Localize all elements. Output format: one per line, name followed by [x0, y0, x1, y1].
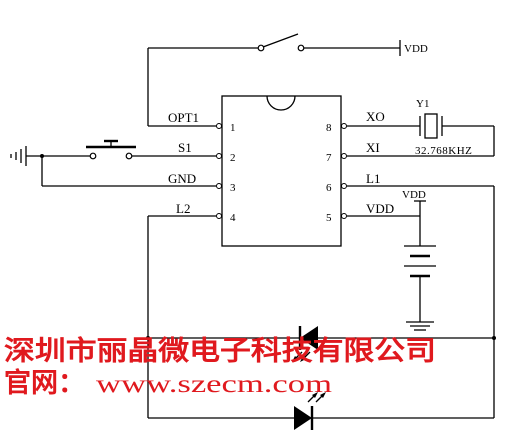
crystal-frequency: 32.768KHZ — [415, 145, 472, 157]
crystal-ref: Y1 — [416, 98, 429, 110]
pin7-number: 7 — [326, 152, 332, 164]
pin-label-xo: XO — [366, 109, 385, 124]
pin-label-gnd: GND — [168, 171, 196, 186]
push-button-icon — [86, 139, 136, 160]
website-prefix: 官网： — [4, 367, 85, 399]
pin6-number: 6 — [326, 182, 332, 194]
top-switch-lever — [262, 33, 299, 48]
pin-label-xi: XI — [366, 140, 380, 155]
led-icon — [292, 326, 318, 362]
pin-label-vdd: VDD — [366, 201, 394, 216]
pin3-number: 3 — [230, 182, 236, 194]
pin1-number: 1 — [230, 122, 236, 134]
top-vdd-label: VDD — [404, 43, 428, 55]
website-link[interactable]: www.szecm.com — [96, 371, 333, 398]
battery-ground-icon — [406, 321, 434, 331]
ground-icon — [10, 146, 27, 166]
pin-label-l1: L1 — [366, 171, 380, 186]
ic-body — [221, 95, 342, 247]
company-watermark: 深圳市丽晶微电子科技有限公司 — [4, 335, 436, 367]
pin2-number: 2 — [230, 152, 236, 164]
pin-label-s1: S1 — [178, 140, 192, 155]
pin-label-opt1: OPT1 — [168, 110, 199, 125]
pin5-number: 5 — [326, 212, 332, 224]
ic-notch — [266, 95, 296, 111]
crystal-icon — [419, 113, 443, 139]
battery-icon — [404, 245, 436, 278]
led-icon — [294, 392, 326, 430]
battery-vdd-label: VDD — [402, 189, 426, 201]
pin-label-l2: L2 — [176, 201, 190, 216]
pin8-number: 8 — [326, 122, 332, 134]
pin4-number: 4 — [230, 212, 236, 224]
